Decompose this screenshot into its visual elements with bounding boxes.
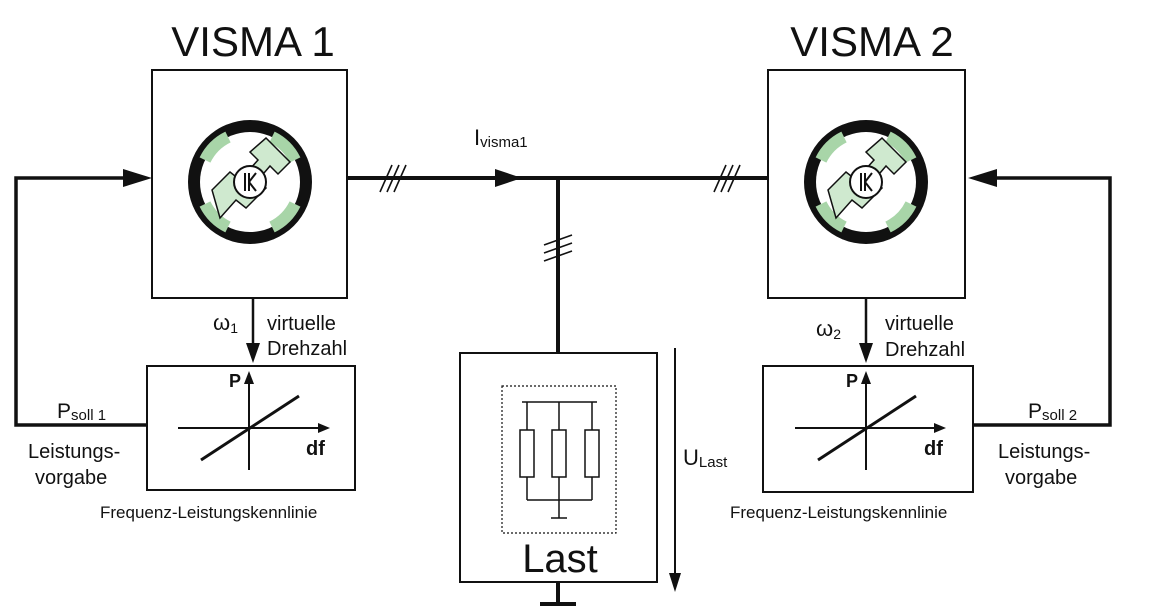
visma2-characteristic-label: Frequenz-Leistungskennlinie [730, 503, 947, 522]
visma2-axis-df: df [924, 438, 943, 460]
visma2-axis-p: P [846, 371, 858, 391]
load-label: Last [522, 537, 598, 581]
visma1-feedback-arrowhead [123, 169, 152, 187]
voltage-label: ULast [683, 445, 728, 471]
three-phase-marks [379, 164, 741, 262]
visma2-characteristic-block: P df [762, 365, 974, 493]
current-arrowhead [495, 169, 522, 187]
visma2-power-spec-line2: vorgabe [1005, 467, 1077, 489]
visma1-title: VISMA 1 [171, 18, 334, 65]
visma1-characteristic-label: Frequenz-Leistungskennlinie [100, 503, 317, 522]
visma2-feedback-arrowhead [968, 169, 997, 187]
visma2-feedback-loop [974, 176, 1112, 427]
bus-line [347, 176, 768, 353]
visma1-power-spec-line2: vorgabe [35, 467, 107, 489]
ground-icon [540, 582, 576, 606]
visma1-omega-label: ω1 [213, 310, 238, 336]
visma1-axis-p: P [229, 371, 241, 391]
visma2-speed-arrow [859, 298, 873, 363]
visma1-feedback-loop [14, 176, 147, 427]
visma2-title: VISMA 2 [790, 18, 953, 65]
visma2-speed-label: Drehzahl [885, 339, 965, 361]
visma2-machine-block [767, 69, 966, 299]
visma1-speed-arrow [246, 298, 260, 363]
visma2-omega-label: ω2 [816, 316, 841, 342]
voltage-arrow [669, 348, 681, 592]
visma1-machine-block [151, 69, 348, 299]
visma1-virtual-label: virtuelle [267, 313, 336, 335]
visma1-speed-label: Drehzahl [267, 338, 347, 360]
visma1-power-spec-line1: Leistungs- [28, 441, 120, 463]
visma2-power-spec-line1: Leistungs- [998, 441, 1090, 463]
visma2-machine-icon [804, 120, 928, 244]
current-label: Ivisma1 [474, 125, 528, 151]
visma1-psoll-label: Psoll 1 [57, 400, 106, 424]
visma1-machine-icon [188, 120, 312, 244]
load-block: Last [459, 352, 658, 583]
visma2-psoll-label: Psoll 2 [1028, 400, 1077, 424]
visma2-virtual-label: virtuelle [885, 313, 954, 335]
visma1-axis-df: df [306, 438, 325, 460]
visma1-characteristic-block: P df [146, 365, 356, 491]
load-resistors-icon [519, 401, 600, 519]
